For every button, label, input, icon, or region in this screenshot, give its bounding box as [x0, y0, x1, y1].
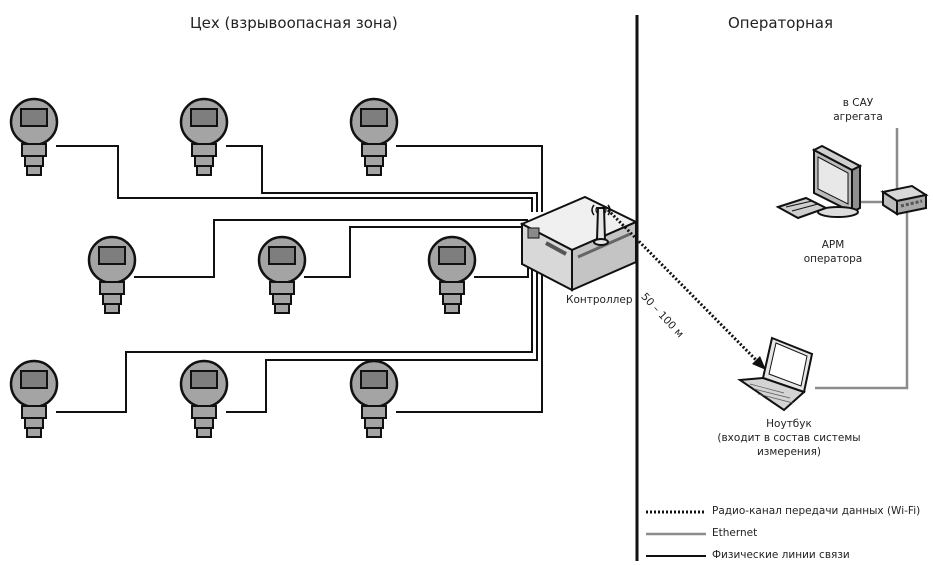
- sensor-icon: [179, 359, 229, 439]
- sensor-icon: [9, 359, 59, 439]
- controller-label: Контроллер: [566, 294, 633, 306]
- sensor-icon: [349, 359, 399, 439]
- controller-icon: [519, 195, 639, 292]
- workstation-icon: [775, 144, 863, 220]
- legend-physical-lines: Физические линии связи: [712, 549, 850, 561]
- sensor-icon: [349, 97, 399, 177]
- notebook-icon: [737, 336, 814, 412]
- legend-wifi: Радио-канал передачи данных (Wi-Fi): [712, 505, 921, 517]
- sensor-icon: [87, 235, 137, 315]
- operator-room-title: Операторная: [728, 14, 834, 32]
- wifi-link: [606, 208, 766, 370]
- sensor-icon: [257, 235, 307, 315]
- legend-ethernet: Ethernet: [712, 527, 758, 539]
- legend-symbols: [646, 510, 706, 557]
- notebook-label: Ноутбук (входит в состав системы измерен…: [717, 418, 861, 458]
- network-switch-icon: [880, 184, 929, 216]
- physical-lines: [56, 145, 543, 413]
- sensor-icon: [179, 97, 229, 177]
- sau-label: в САУ агрегата: [833, 97, 883, 123]
- workstation-label: АРМ оператора: [803, 239, 863, 265]
- workshop-zone-title: Цех (взрывоопасная зона): [190, 14, 398, 32]
- sensor-icon: [427, 235, 477, 315]
- sensor-icon: [9, 97, 59, 177]
